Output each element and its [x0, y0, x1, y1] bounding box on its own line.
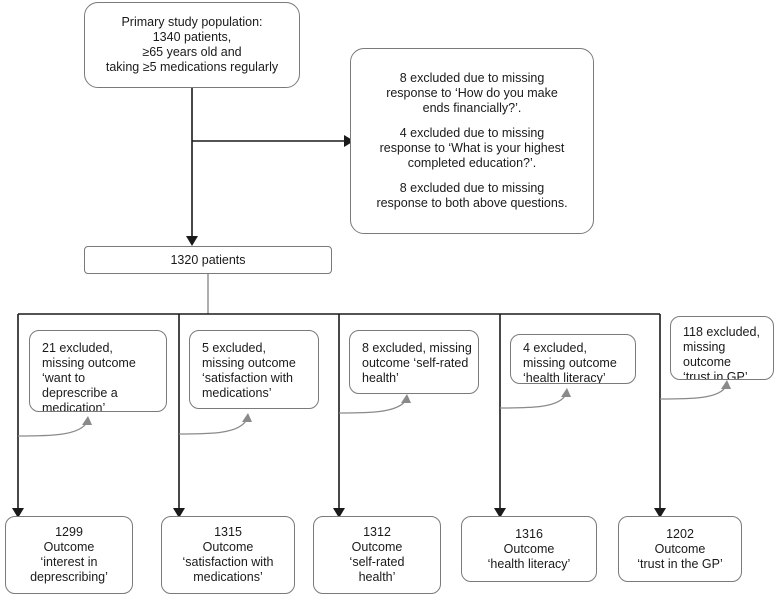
- curve-connector-3: [338, 399, 407, 414]
- outcome-count: 1312: [363, 525, 391, 539]
- primary-line: ≥65 years old and: [142, 45, 242, 59]
- outcome-name: medications’: [193, 570, 263, 584]
- outcome-box-3: 1312 Outcome ‘self-rated health’: [313, 516, 441, 594]
- exclusion-box-line: 5 excluded,: [202, 341, 266, 355]
- column-arrowhead-2: [173, 508, 185, 518]
- outcome-label: Outcome: [654, 541, 706, 556]
- outcome-count: 1315: [214, 525, 242, 539]
- exclusion-line: ends financially?’.: [422, 101, 522, 115]
- exclusion-line: response to both above questions.: [376, 196, 568, 210]
- outcome-label: Outcome: [351, 540, 403, 554]
- outcome-box-4: 1316 Outcome ‘health literacy’: [461, 516, 597, 582]
- exclusion-line: response to ‘How do you make: [386, 86, 558, 100]
- curve-arrowhead-4: [561, 388, 571, 397]
- exclusion-paragraph-both: 8 excluded due to missing response to bo…: [376, 181, 567, 211]
- curve-connector-4: [499, 393, 567, 409]
- exclusion-box-line: ‘want to: [42, 371, 86, 385]
- exclusion-box-line: medication’: [42, 401, 106, 412]
- curve-arrowhead-3: [401, 394, 411, 403]
- exclusion-box-line: ‘health literacy’: [523, 371, 606, 384]
- exclusion-box-line: outcome ‘self-rated: [362, 356, 469, 370]
- exclusion-box-line: missing: [683, 340, 726, 354]
- outcome-name: ‘satisfaction with: [182, 555, 274, 569]
- column-arrowhead-3: [333, 508, 345, 518]
- primary-line: Primary study population:: [121, 15, 263, 29]
- exclusion-line: 4 excluded due to missing: [399, 126, 545, 140]
- exclusion-box-line: ‘satisfaction with: [202, 371, 294, 385]
- outcome-count: 1299: [55, 525, 83, 539]
- exclusion-line: completed education?’.: [407, 156, 537, 170]
- primary-line: taking ≥5 medications regularly: [105, 60, 279, 74]
- outcome-name: ‘interest in: [40, 555, 98, 569]
- outcome-name: ‘health literacy’: [487, 556, 571, 571]
- primary-line: 1340 patients,: [152, 30, 232, 44]
- primary-population-box: Primary study population: 1340 patients,…: [84, 2, 300, 88]
- exclusion-paragraph-financial: 8 excluded due to missing response to ‘H…: [386, 71, 558, 116]
- main-exclusion-box: 8 excluded due to missing response to ‘H…: [350, 48, 594, 234]
- branch-arrowhead: [344, 135, 354, 147]
- column-arrowhead-1: [12, 508, 24, 518]
- exclusion-box-line: deprescribe a: [42, 386, 118, 400]
- exclusion-box-line: missing outcome: [42, 356, 136, 370]
- column-arrowhead-5: [654, 508, 666, 518]
- exclusion-paragraph-education: 4 excluded due to missing response to ‘W…: [380, 126, 565, 171]
- outcome-box-2: 1315 Outcome ‘satisfaction with medicati…: [161, 516, 295, 594]
- exclusion-box-line: 8 excluded, missing: [362, 341, 472, 355]
- outcome-count: 1316: [515, 526, 543, 541]
- outcome-name: ‘trust in the GP’: [637, 556, 723, 571]
- column-arrowhead-4: [494, 508, 506, 518]
- exclusion-box-line: 4 excluded,: [523, 341, 587, 355]
- exclusion-box-4: 4 excluded, missing outcome ‘health lite…: [510, 334, 636, 384]
- exclusion-box-5: 118 excluded, missing outcome ‘trust in …: [670, 316, 774, 380]
- exclusion-box-line: 118 excluded,: [683, 325, 760, 339]
- outcome-box-5: 1202 Outcome ‘trust in the GP’: [618, 516, 742, 582]
- exclusion-line: response to ‘What is your highest: [379, 141, 565, 155]
- outcome-name: health’: [358, 570, 396, 584]
- curve-arrowhead-1: [82, 416, 92, 425]
- exclusion-box-line: missing outcome: [523, 356, 617, 370]
- exclusion-box-line: medications’: [202, 386, 272, 400]
- exclusion-box-line: ‘trust in GP’: [683, 370, 748, 380]
- outcome-label: Outcome: [202, 540, 254, 554]
- exclusion-box-line: missing outcome: [202, 356, 296, 370]
- exclusion-box-line: outcome: [683, 355, 731, 369]
- exclusion-box-3: 8 excluded, missing outcome ‘self-rated …: [349, 330, 479, 394]
- exclusion-line: 8 excluded due to missing: [399, 71, 545, 85]
- curve-connector-2: [178, 418, 248, 435]
- curve-arrowhead-5: [721, 380, 731, 389]
- outcome-name: deprescribing’: [30, 570, 108, 584]
- exclusion-box-2: 5 excluded, missing outcome ‘satisfactio…: [189, 330, 319, 409]
- cohort-box: 1320 patients: [84, 246, 332, 274]
- curve-arrowhead-2: [242, 413, 252, 422]
- outcome-label: Outcome: [43, 540, 95, 554]
- exclusion-box-line: health’: [362, 371, 399, 385]
- curve-connector-1: [17, 421, 88, 437]
- exclusion-box-line: 21 excluded,: [42, 341, 113, 355]
- outcome-count: 1202: [666, 526, 694, 541]
- exclusion-box-1: 21 excluded, missing outcome ‘want to de…: [29, 330, 167, 412]
- outcome-label: Outcome: [503, 541, 555, 556]
- outcome-box-1: 1299 Outcome ‘interest in deprescribing’: [5, 516, 133, 594]
- exclusion-line: 8 excluded due to missing: [399, 181, 545, 195]
- curve-connector-5: [659, 385, 727, 400]
- trunk-arrowhead: [186, 236, 198, 246]
- outcome-name: ‘self-rated: [349, 555, 405, 569]
- cohort-label: 1320 patients: [170, 252, 246, 267]
